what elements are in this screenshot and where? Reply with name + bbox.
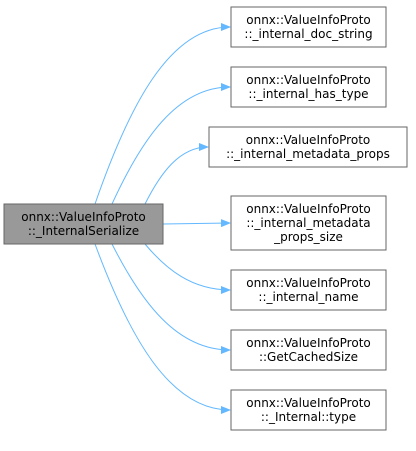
node-internal-doc-string[interactable]: onnx::ValueInfoProto::_internal_doc_stri… (230, 6, 387, 48)
node-label-line: ::GetCachedSize (259, 350, 358, 364)
node-get-cached-size[interactable]: onnx::ValueInfoProto::GetCachedSize (230, 329, 387, 371)
node-label-line: onnx::ValueInfoProto (246, 336, 371, 350)
node-internal-metadata-props[interactable]: onnx::ValueInfoProto::_internal_metadata… (208, 126, 408, 168)
node-box (3, 203, 164, 245)
node-internal-type[interactable]: onnx::ValueInfoProto::_Internal::type (230, 389, 387, 431)
node-label-line: ::_internal_name (258, 290, 358, 304)
edge-root-to-internal-metadata-props-size (162, 219, 231, 228)
node-box (230, 66, 387, 108)
node-box (230, 329, 387, 371)
node-internal-name[interactable]: onnx::ValueInfoProto::_internal_name (230, 269, 387, 311)
edge-root-to-get-cached-size (111, 243, 231, 354)
node-label-line: onnx::ValueInfoProto (246, 13, 371, 27)
node-label-line: onnx::ValueInfoProto (246, 73, 371, 87)
node-label-line: ::_internal_metadata (246, 216, 370, 230)
node-label-line: _props_size (273, 230, 343, 244)
node-root-internal-serialize[interactable]: onnx::ValueInfoProto::_InternalSerialize (3, 203, 164, 245)
node-label-line: ::_internal_has_type (248, 87, 368, 101)
edge-root-to-internal-doc-string (94, 23, 231, 205)
node-label-line: onnx::ValueInfoProto (246, 396, 371, 410)
node-label-line: ::_InternalSerialize (28, 224, 139, 238)
node-label-line: ::_Internal::type (261, 410, 356, 424)
node-box (230, 269, 387, 311)
node-label-line: ::_internal_doc_string (244, 27, 372, 41)
edge-root-to-internal-has-type (111, 83, 231, 205)
node-internal-has-type[interactable]: onnx::ValueInfoProto::_internal_has_type (230, 66, 387, 108)
node-internal-metadata-props-size[interactable]: onnx::ValueInfoProto::_internal_metadata… (230, 195, 387, 251)
node-box (230, 6, 387, 48)
edges-layer (94, 23, 231, 414)
node-box (230, 195, 387, 251)
node-label-line: onnx::ValueInfoProto (246, 276, 371, 290)
node-box (230, 389, 387, 431)
edge-root-to-internal-type (94, 243, 231, 414)
node-label-line: ::_internal_metadata_props (226, 147, 390, 161)
node-box (208, 126, 408, 168)
node-label-line: onnx::ValueInfoProto (246, 202, 371, 216)
nodes-layer: onnx::ValueInfoProto::_InternalSerialize… (3, 6, 408, 431)
edge-root-to-internal-name (144, 243, 231, 294)
node-label-line: onnx::ValueInfoProto (21, 210, 146, 224)
edge-root-to-internal-metadata-props (144, 143, 209, 205)
node-label-line: onnx::ValueInfoProto (246, 133, 371, 147)
